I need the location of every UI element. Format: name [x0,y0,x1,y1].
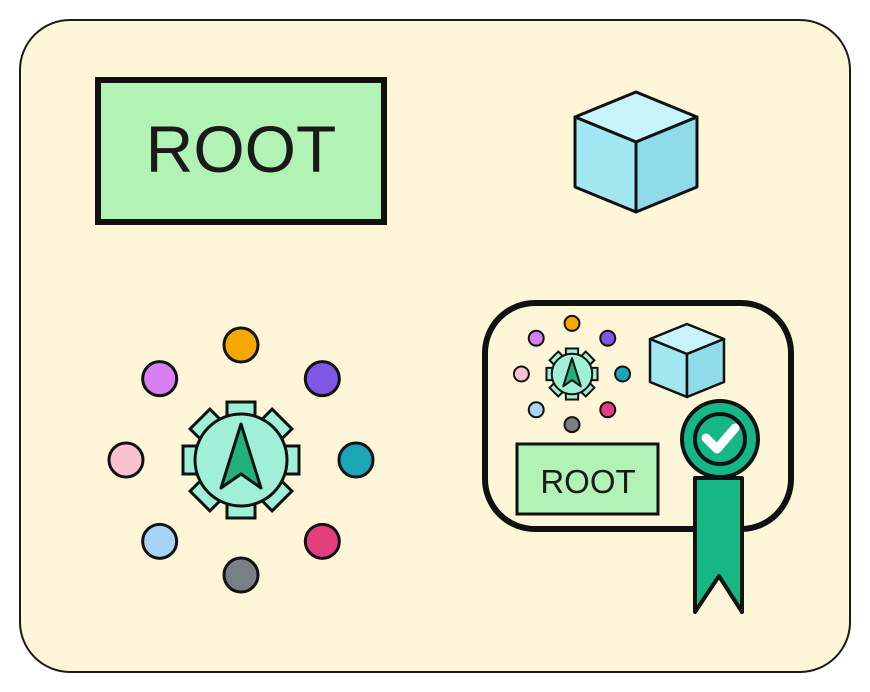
satellite-node [563,314,581,332]
satellite-node [303,522,341,560]
satellite-node [563,416,581,434]
satellite-node [527,329,545,347]
cube-icon-small [648,322,726,399]
ribbon-icon [693,476,744,614]
satellite-node [614,365,632,383]
root-label-small-text: ROOT [540,463,635,500]
root-label-small: ROOT [515,442,660,516]
compass-arrow-icon [219,422,263,490]
certified-package-card: ROOT [482,300,794,614]
satellite-node [222,556,260,594]
satellite-node [222,326,260,364]
satellite-node [337,441,375,479]
satellite-node [599,329,617,347]
satellite-node [141,360,179,398]
hub-compass-icon [107,326,375,594]
satellite-node [527,401,545,419]
satellite-node [303,360,341,398]
cube-icon [573,90,699,214]
satellite-node [107,441,145,479]
root-label-large: ROOT [95,77,387,225]
check-icon [701,423,740,454]
root-label-text: ROOT [146,112,337,186]
satellite-node [512,365,530,383]
compass-arrow-icon [562,357,582,388]
satellite-node [141,522,179,560]
hub-compass-icon-small [512,314,632,434]
satellite-node [599,401,617,419]
